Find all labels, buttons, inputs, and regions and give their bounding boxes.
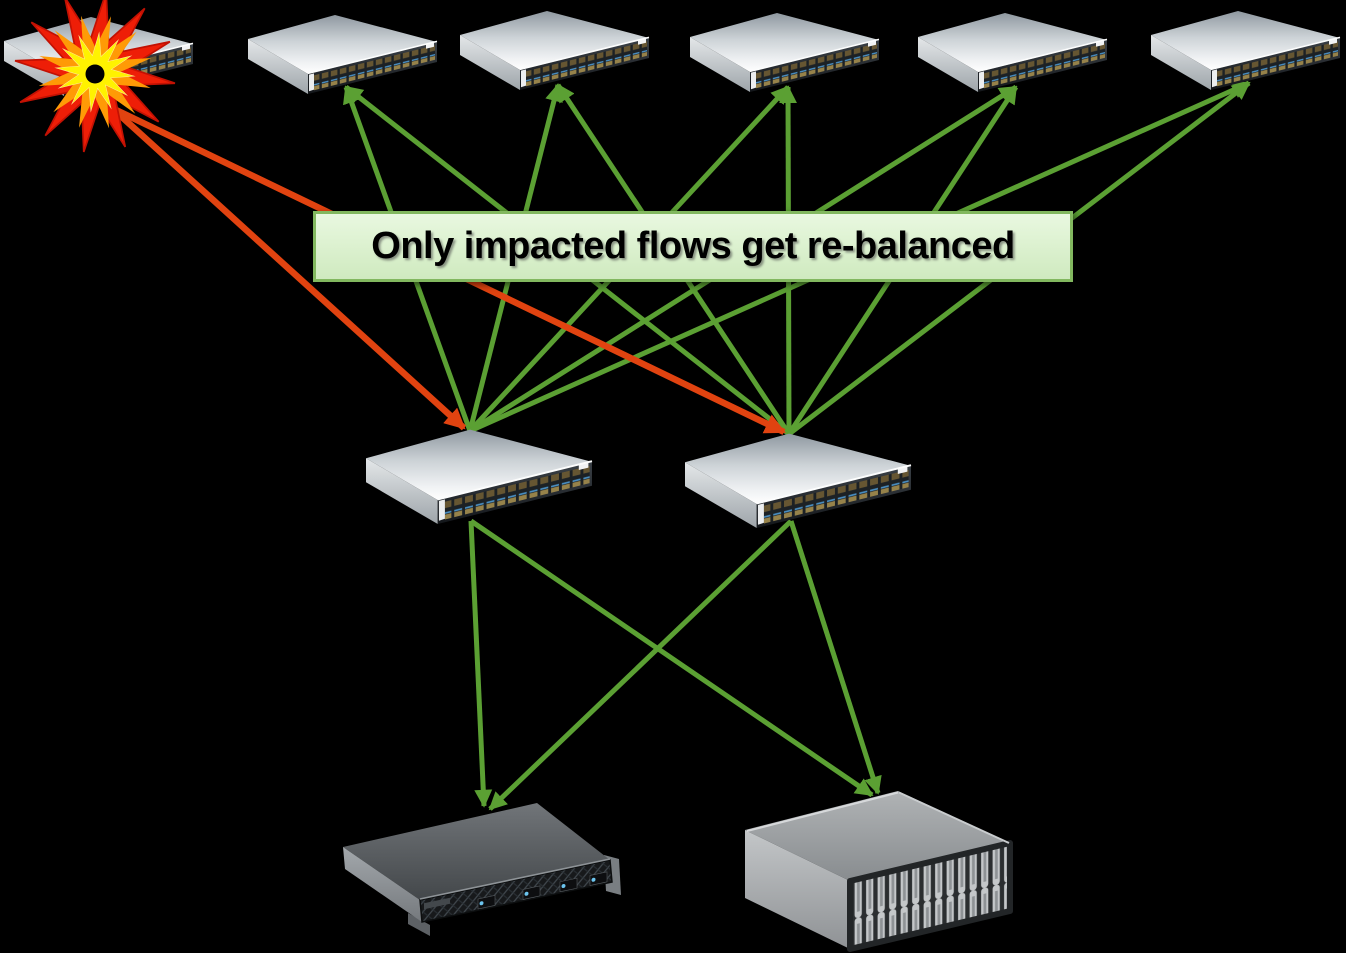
annotation-text: Only impacted flows get re-balanced bbox=[371, 225, 1015, 267]
link-leaf2-server bbox=[488, 519, 793, 811]
rack-switch-icon bbox=[365, 428, 593, 525]
annotation-box: Only impacted flows get re-balanced bbox=[313, 211, 1073, 282]
link-leaf1-server bbox=[468, 520, 493, 808]
leaf-switch-1 bbox=[356, 426, 596, 536]
rack-server-icon bbox=[342, 802, 622, 937]
spine-switch-5 bbox=[910, 10, 1110, 102]
rack-server bbox=[338, 795, 628, 937]
rack-switch-icon bbox=[247, 14, 438, 95]
link-leaf2-storage bbox=[788, 520, 882, 795]
link-leaf1-storage bbox=[469, 518, 874, 798]
link-spine1-leaf1-impacted bbox=[109, 105, 467, 431]
rack-switch-icon bbox=[459, 10, 650, 91]
rack-switch-icon bbox=[689, 12, 880, 93]
spine-switch-4 bbox=[682, 10, 882, 102]
failure-explosion-icon bbox=[0, 0, 196, 178]
leaf-switch-2 bbox=[675, 430, 915, 540]
spine-switch-3 bbox=[452, 8, 652, 100]
spine-switch-6 bbox=[1143, 8, 1343, 100]
storage-array-icon bbox=[745, 791, 1010, 949]
rack-switch-icon bbox=[1150, 10, 1341, 91]
rack-switch-icon bbox=[684, 432, 912, 529]
rack-switch-icon bbox=[917, 12, 1108, 93]
storage-array bbox=[738, 786, 1018, 953]
spine-switch-2 bbox=[240, 12, 440, 104]
